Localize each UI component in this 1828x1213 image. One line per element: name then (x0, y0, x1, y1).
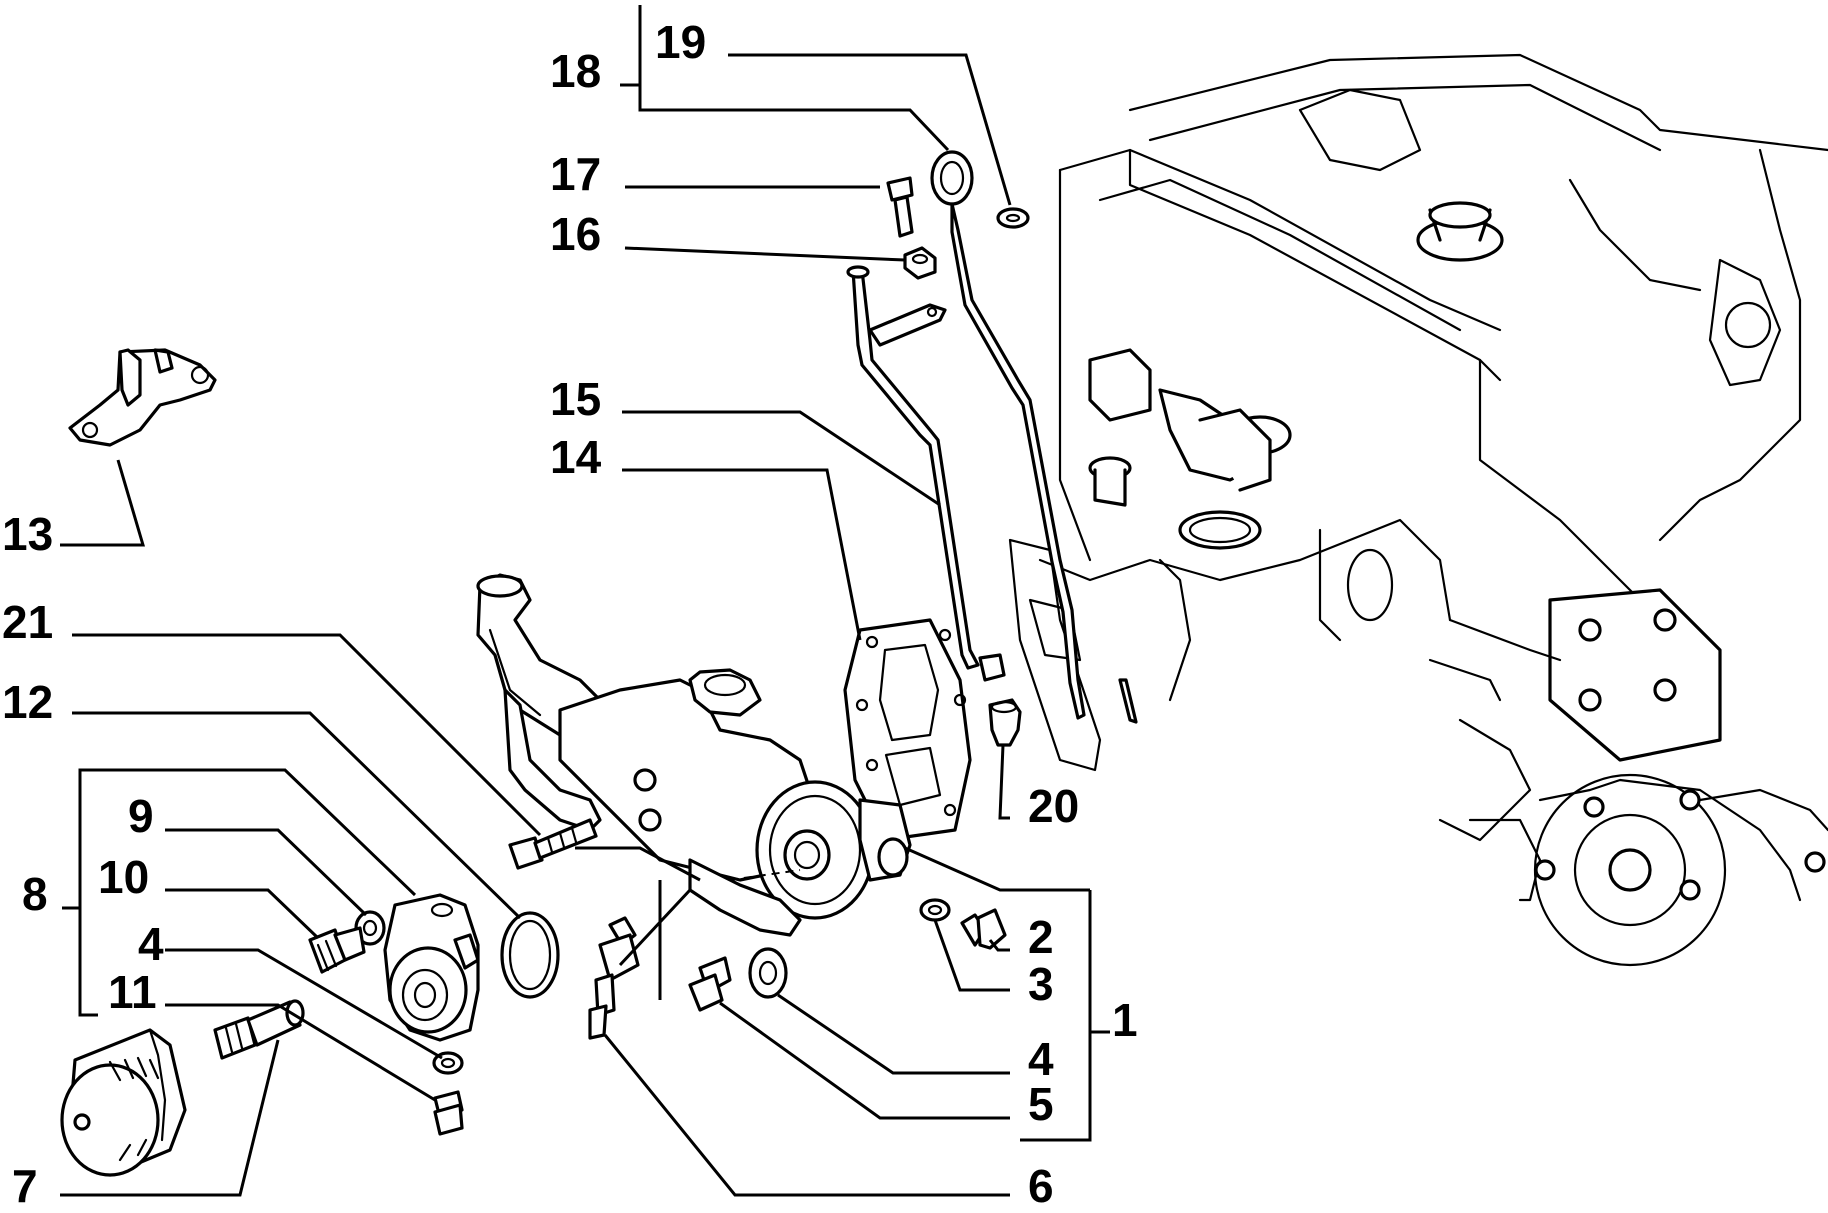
bracket-13 (68, 348, 217, 447)
callout-5: 5 (1028, 1078, 1054, 1130)
callout-1: 1 (1112, 994, 1138, 1046)
gasket-14 (843, 618, 972, 842)
o-ring-12 (500, 911, 560, 999)
callout-21: 21 (2, 596, 53, 648)
grommet-20 (988, 698, 1022, 747)
oil-filter-support-housing (476, 573, 912, 937)
callout-labels: 1 2 3 4 4 5 6 7 8 9 10 11 12 13 14 15 16… (2, 16, 1138, 1212)
callout-15: 15 (550, 373, 601, 425)
leader-lines (60, 5, 1110, 1197)
callout-2: 2 (1028, 911, 1054, 963)
oil-pressure-sensor-6 (588, 916, 640, 1040)
callout-16: 16 (550, 208, 601, 260)
washer-19 (996, 207, 1030, 229)
callout-19: 19 (655, 16, 706, 68)
plug-2 (960, 908, 1007, 950)
callout-12: 12 (2, 676, 53, 728)
washer-3 (919, 898, 951, 922)
callout-3: 3 (1028, 958, 1054, 1010)
callout-14: 14 (550, 431, 602, 483)
callout-4-left: 4 (138, 918, 164, 970)
oil-filter-cartridge (60, 1028, 187, 1177)
callout-13: 13 (2, 508, 53, 560)
union-10 (308, 926, 366, 974)
callout-17: 17 (550, 148, 601, 200)
dipstick (930, 150, 1138, 724)
plug-11 (433, 1090, 464, 1136)
callout-6: 6 (1028, 1160, 1054, 1212)
callout-10: 10 (98, 851, 149, 903)
callout-18: 18 (550, 45, 601, 97)
callout-11: 11 (108, 966, 157, 1018)
callout-20: 20 (1028, 780, 1079, 832)
filter-adapter-housing-8 (383, 893, 480, 1042)
engine-block (1008, 53, 1828, 967)
washer-4 (748, 947, 788, 999)
callout-4-right: 4 (1028, 1033, 1054, 1085)
threaded-nipple-7 (213, 999, 305, 1060)
bolt-17 (886, 176, 914, 238)
bolt-21 (508, 818, 598, 870)
callout-7: 7 (12, 1160, 38, 1212)
nut-16 (903, 246, 937, 280)
plug-5 (688, 956, 732, 1012)
dipstick-guide-tube (846, 265, 1006, 682)
callout-8: 8 (22, 868, 48, 920)
callout-9: 9 (128, 790, 154, 842)
